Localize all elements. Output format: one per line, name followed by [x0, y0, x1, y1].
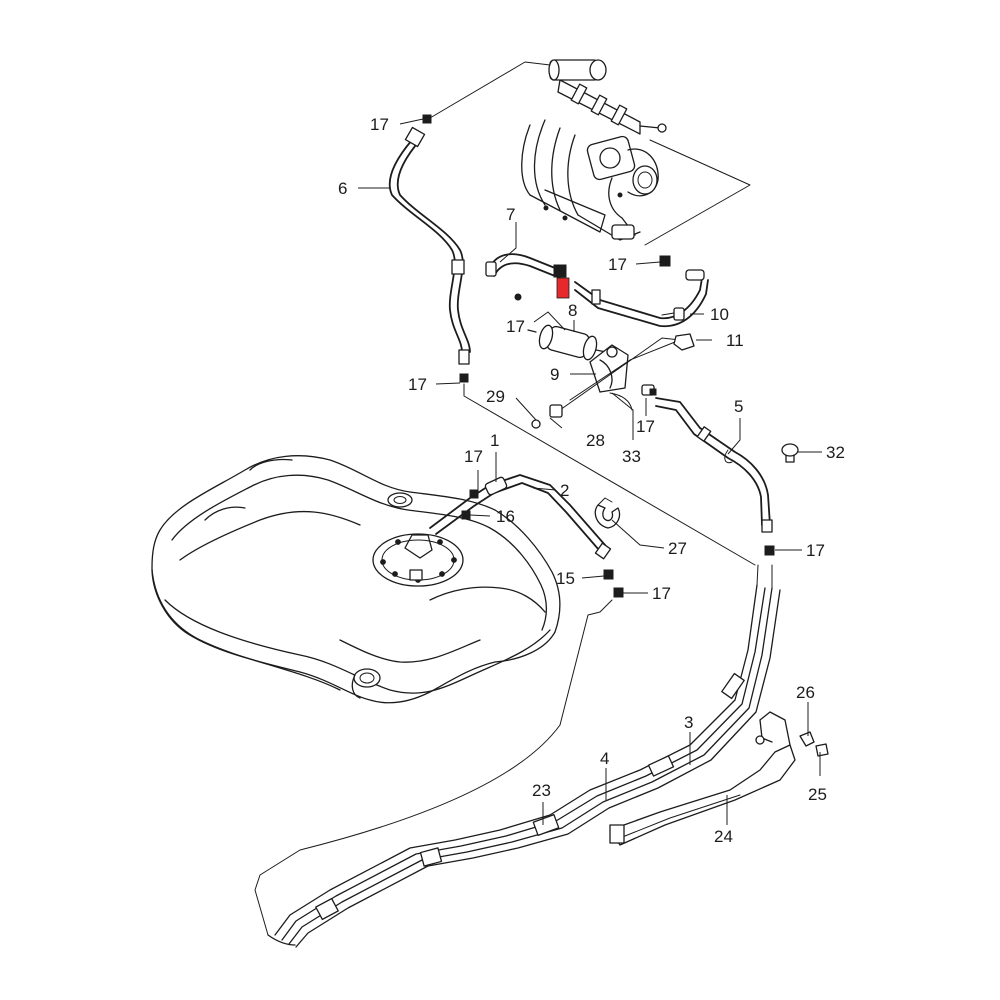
callout-17f: 17 — [464, 447, 483, 466]
callout-labels: 17 6 7 17 8 17 10 11 9 17 29 5 28 17 33 … — [338, 115, 845, 846]
highlight-marker — [556, 277, 570, 299]
callout-26: 26 — [796, 683, 815, 702]
callout-33: 33 — [622, 447, 641, 466]
fuel-filter — [514, 277, 607, 361]
callout-15: 15 — [556, 569, 575, 588]
callout-17e: 17 — [636, 417, 655, 436]
tank-fittings — [429, 474, 624, 726]
callout-32: 32 — [826, 443, 845, 462]
fuel-tank — [151, 455, 561, 704]
callout-28: 28 — [586, 431, 605, 450]
callout-8: 8 — [568, 301, 577, 320]
callout-17b: 17 — [608, 255, 627, 274]
intake-manifold — [521, 119, 751, 246]
callout-11: 11 — [726, 331, 744, 350]
filter-bracket — [531, 337, 681, 429]
callout-29: 29 — [486, 387, 505, 406]
callout-4: 4 — [600, 749, 609, 768]
fuel-rail — [548, 59, 667, 135]
callout-17g: 17 — [806, 541, 825, 560]
callout-9: 9 — [550, 365, 559, 384]
callout-3: 3 — [684, 713, 693, 732]
callout-17c: 17 — [506, 317, 525, 336]
fuel-line-5 — [655, 397, 775, 556]
fuel-line-6 — [388, 61, 756, 566]
line-protector-24 — [609, 711, 829, 846]
underbody-lines — [254, 564, 781, 948]
grommet-32 — [781, 443, 799, 463]
callout-10: 10 — [710, 305, 729, 324]
callout-6: 6 — [338, 179, 347, 198]
callout-25: 25 — [808, 785, 827, 804]
callout-24: 24 — [714, 827, 733, 846]
callout-27: 27 — [668, 539, 687, 558]
callout-16: 16 — [496, 507, 515, 526]
callout-23: 23 — [532, 781, 551, 800]
leader-lines — [358, 118, 822, 825]
callout-1: 1 — [490, 431, 499, 450]
nut-10 — [661, 307, 685, 321]
callout-17d: 17 — [408, 375, 427, 394]
callout-5: 5 — [734, 397, 743, 416]
callout-17a: 17 — [370, 115, 389, 134]
callout-17h: 17 — [652, 584, 671, 603]
nut-11 — [673, 333, 695, 351]
callout-2: 2 — [560, 481, 569, 500]
callout-7: 7 — [506, 205, 515, 224]
